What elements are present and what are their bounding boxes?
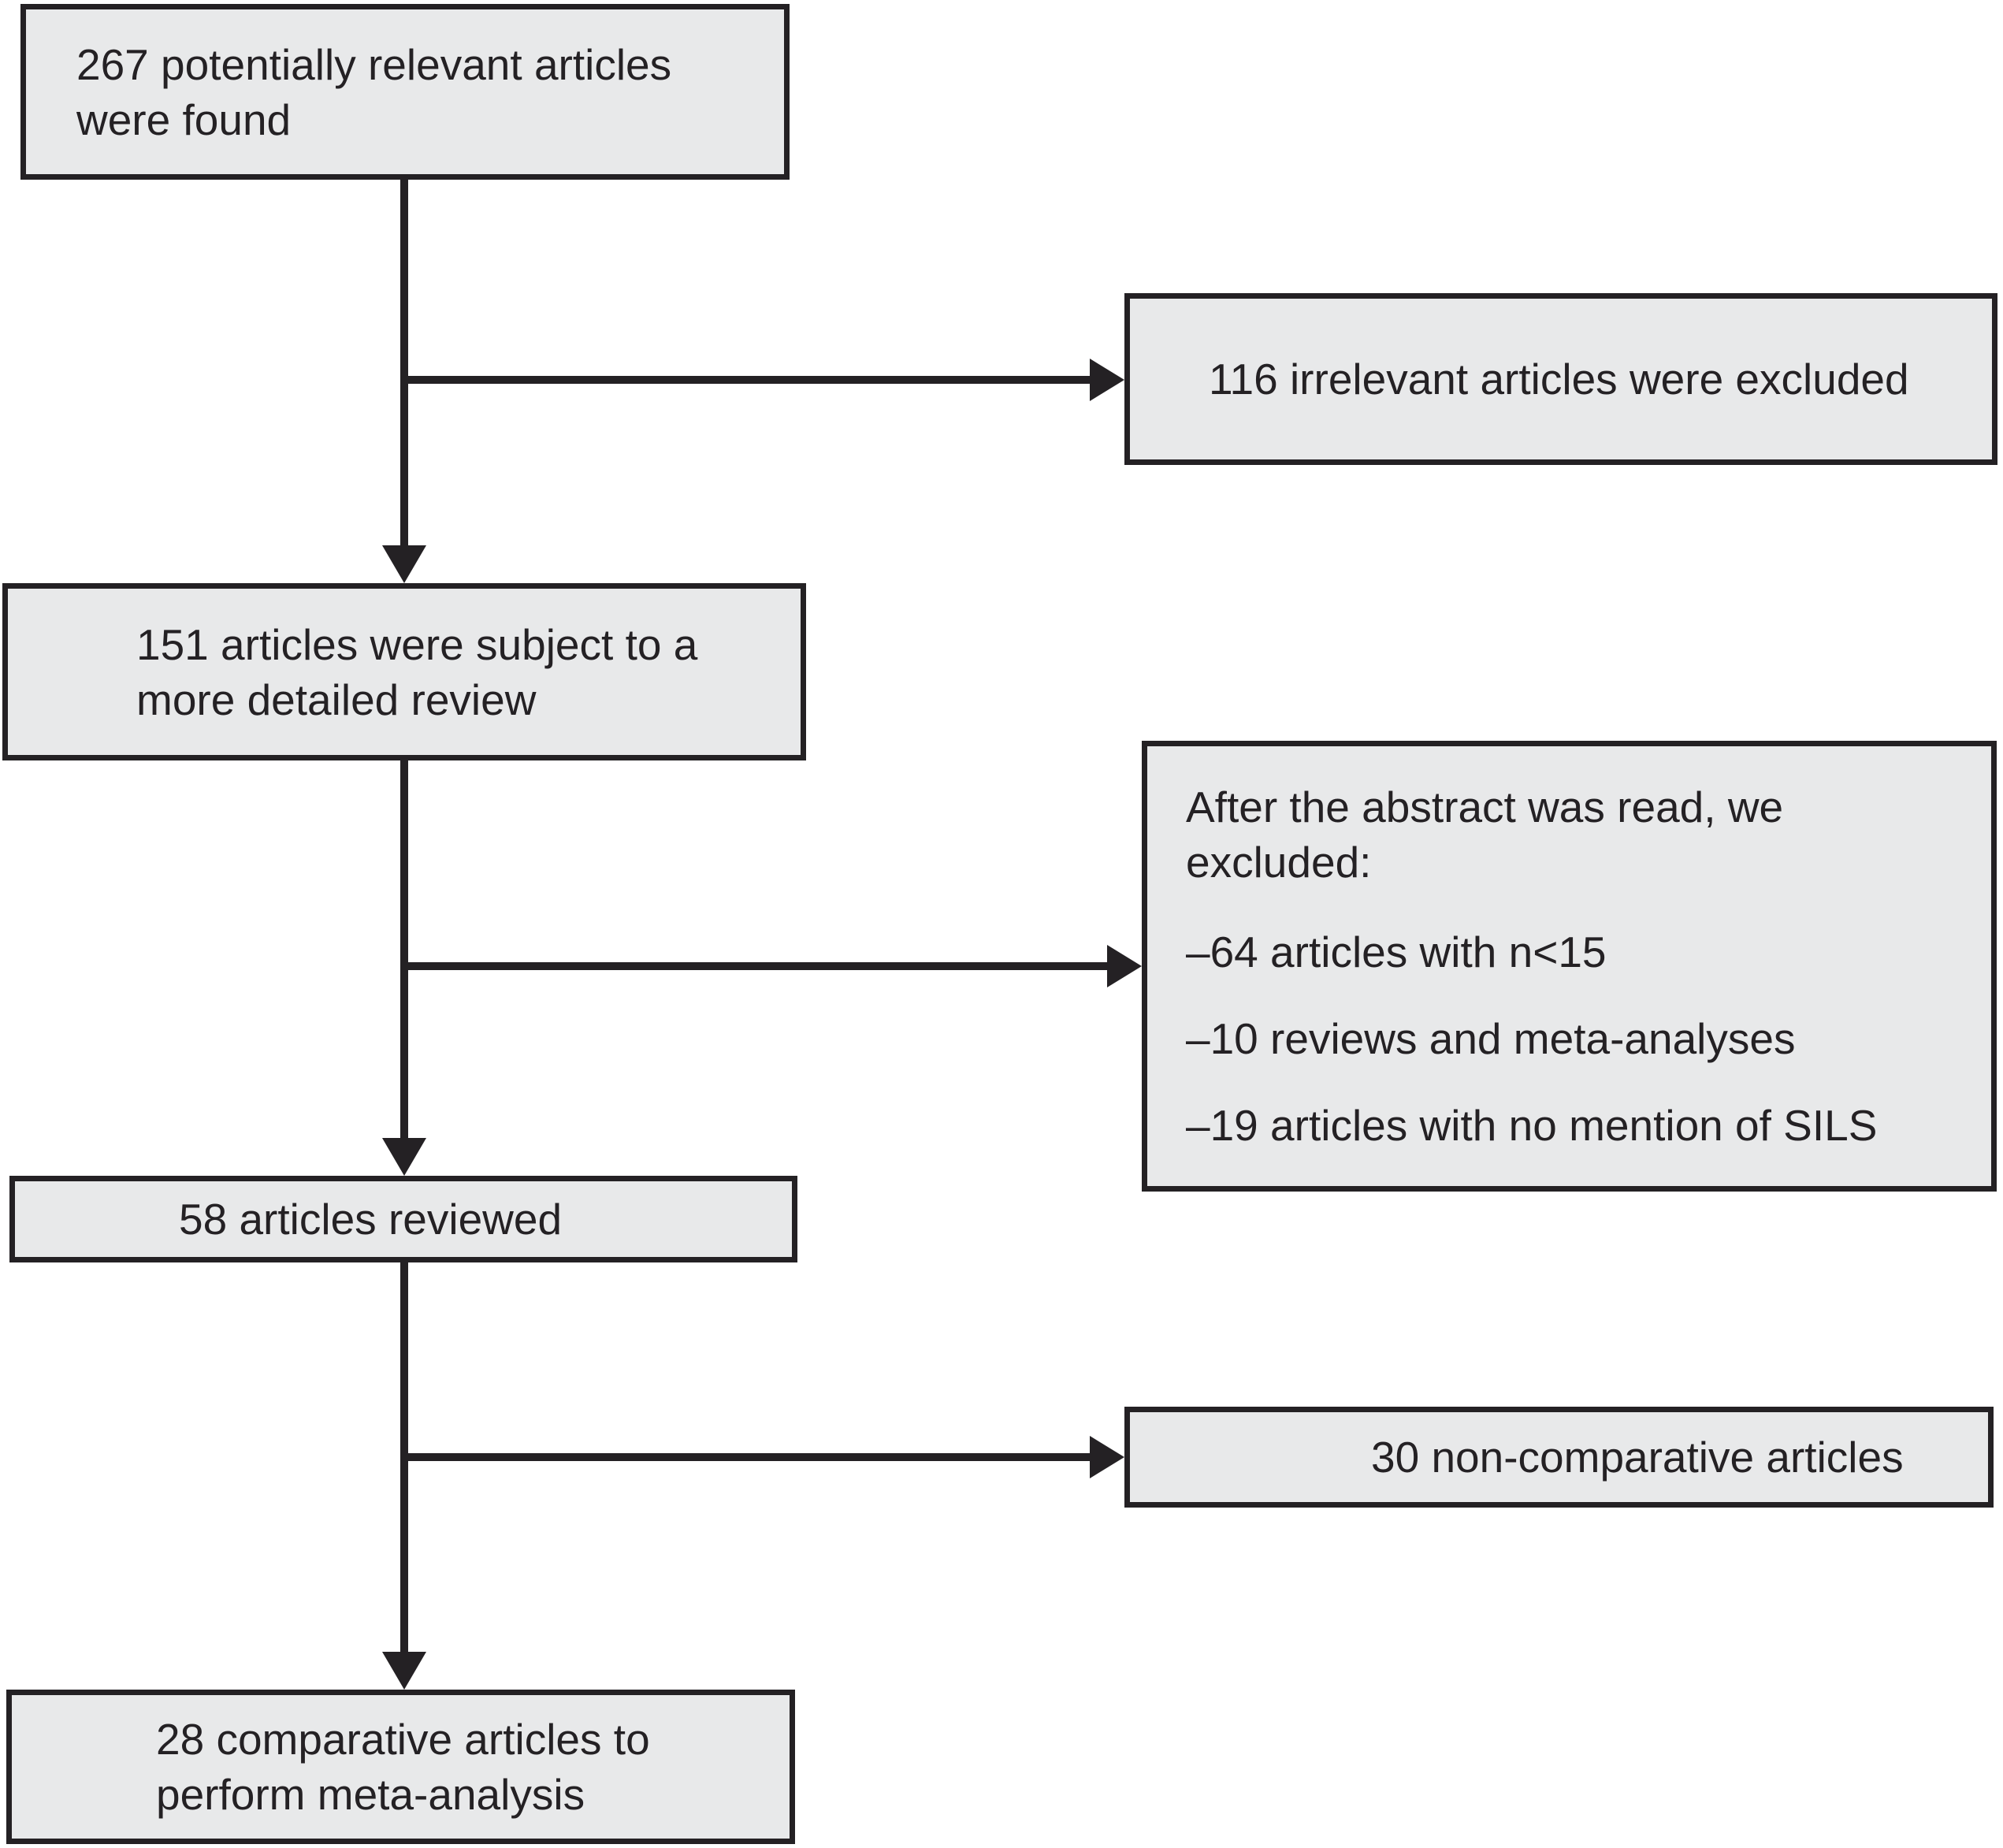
arrowhead-to-abstract-excluded (1107, 945, 1142, 987)
box-non-comparative-text: 30 non-comparative articles (1371, 1433, 1904, 1482)
box-irrelevant-excluded: 116 irrelevant articles were excluded (1124, 293, 1997, 465)
arrowhead-reviewed-to-meta (382, 1652, 426, 1690)
arrowhead-to-non-comparative (1090, 1436, 1124, 1478)
arrowhead-to-irrelevant-excluded (1090, 359, 1124, 401)
box-detailed-review: 151 articles were subject to a more deta… (2, 583, 806, 760)
box-articles-found: 267 potentially relevant articles were f… (20, 4, 790, 180)
arrowhead-found-to-review (382, 545, 426, 583)
box-meta-analysis-line1: 28 comparative articles to (156, 1715, 650, 1764)
exclusion-item-reviews: –10 reviews and meta-analyses (1186, 1014, 1796, 1063)
box-meta-analysis-line2: perform meta-analysis (156, 1770, 585, 1819)
box-articles-reviewed-text: 58 articles reviewed (179, 1195, 563, 1244)
exclusion-item-n15: –64 articles with n<15 (1186, 928, 1607, 976)
box-detailed-review-line2: more detailed review (136, 675, 537, 724)
box-meta-analysis: 28 comparative articles to perform meta-… (6, 1690, 795, 1844)
box-detailed-review-line1: 151 articles were subject to a (136, 619, 698, 669)
abstract-excluded-title: After the abstract was read, we excluded… (1186, 779, 1783, 890)
box-non-comparative: 30 non-comparative articles (1124, 1407, 1994, 1508)
box-articles-reviewed: 58 articles reviewed (9, 1176, 797, 1262)
box-irrelevant-excluded-text: 116 irrelevant articles were excluded (1209, 355, 1909, 403)
box-abstract-excluded: After the abstract was read, we excluded… (1142, 741, 1997, 1192)
box-articles-found-line1: 267 potentially relevant articles (76, 39, 672, 89)
exclusion-item-no-sils: –19 articles with no mention of SILS (1186, 1101, 1878, 1150)
abstract-excluded-title-line2: excluded: (1186, 838, 1372, 887)
abstract-excluded-title-line1: After the abstract was read, we (1186, 783, 1784, 831)
arrowhead-review-to-reviewed (382, 1138, 426, 1176)
box-articles-found-line2: were found (76, 95, 292, 144)
